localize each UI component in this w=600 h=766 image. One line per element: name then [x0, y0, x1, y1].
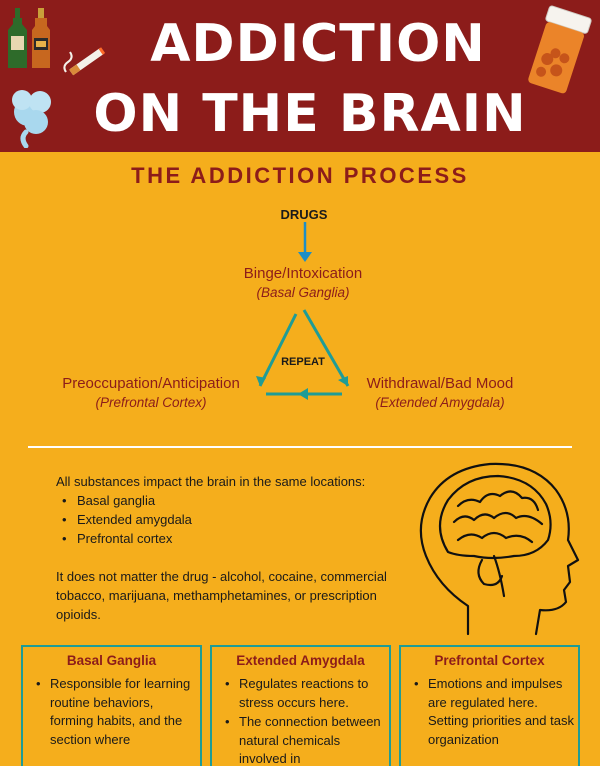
card-points: Responsible for learning routine behavio… [23, 675, 200, 749]
pill-bottle-icon [528, 5, 592, 94]
cigarette-icon [63, 47, 106, 76]
header-banner: ADDICTION ON THE BRAIN [0, 0, 600, 152]
section-divider [28, 446, 572, 448]
stage-withdrawal: Withdrawal/Bad Mood (Extended Amygdala) [340, 375, 540, 410]
stage-name: Withdrawal/Bad Mood [366, 375, 514, 392]
list-item: Regulates reactions to stress occurs her… [212, 675, 389, 712]
smoke-cloud-icon [12, 90, 51, 148]
section-title: THE ADDICTION PROCESS [131, 163, 469, 188]
stage-name: Binge/Intoxication [243, 265, 363, 282]
stage-name: Preoccupation/Anticipation [62, 375, 240, 392]
list-item: Emotions and impulses are regulated here… [401, 675, 578, 749]
stage-region: (Basal Ganglia) [256, 285, 350, 300]
intro-note: It does not matter the drug - alcohol, c… [56, 569, 387, 622]
liquor-bottles-icon [8, 8, 50, 68]
stage-region: (Extended Amygdala) [375, 395, 505, 410]
drugs-arrow [298, 222, 312, 262]
list-item: The connection between natural chemicals… [212, 713, 389, 766]
list-item: Extended amygdala [56, 510, 416, 529]
card-title: Extended Amygdala [236, 653, 365, 668]
page-title-line-2: ON THE BRAIN [93, 84, 527, 144]
brain-head-icon [419, 462, 580, 636]
intro-text: All substances impact the brain in the s… [56, 472, 416, 624]
list-item: Prefrontal cortex [56, 529, 416, 548]
page-title-line-1: ADDICTION [150, 14, 486, 74]
card-title: Prefrontal Cortex [434, 653, 545, 668]
card-points: Regulates reactions to stress occurs her… [212, 675, 389, 766]
card-prefrontal-cortex: Prefrontal Cortex Emotions and impulses … [399, 645, 580, 766]
card-basal-ganglia: Basal Ganglia Responsible for learning r… [21, 645, 202, 766]
card-points: Emotions and impulses are regulated here… [401, 675, 578, 749]
location-list: Basal ganglia Extended amygdala Prefront… [56, 491, 416, 548]
card-title: Basal Ganglia [66, 653, 157, 668]
card-extended-amygdala: Extended Amygdala Regulates reactions to… [210, 645, 391, 766]
repeat-cycle-icon [256, 309, 350, 400]
list-item: Responsible for learning routine behavio… [23, 675, 200, 749]
repeat-label: REPEAT [281, 356, 325, 368]
list-item: Basal ganglia [56, 491, 416, 510]
intro-lead: All substances impact the brain in the s… [56, 474, 366, 489]
stage-region: (Prefrontal Cortex) [95, 395, 207, 410]
stage-preoccupation: Preoccupation/Anticipation (Prefrontal C… [46, 375, 256, 410]
stage-binge-intoxication: Binge/Intoxication (Basal Ganglia) [203, 265, 403, 300]
drugs-label: DRUGS [280, 207, 328, 222]
